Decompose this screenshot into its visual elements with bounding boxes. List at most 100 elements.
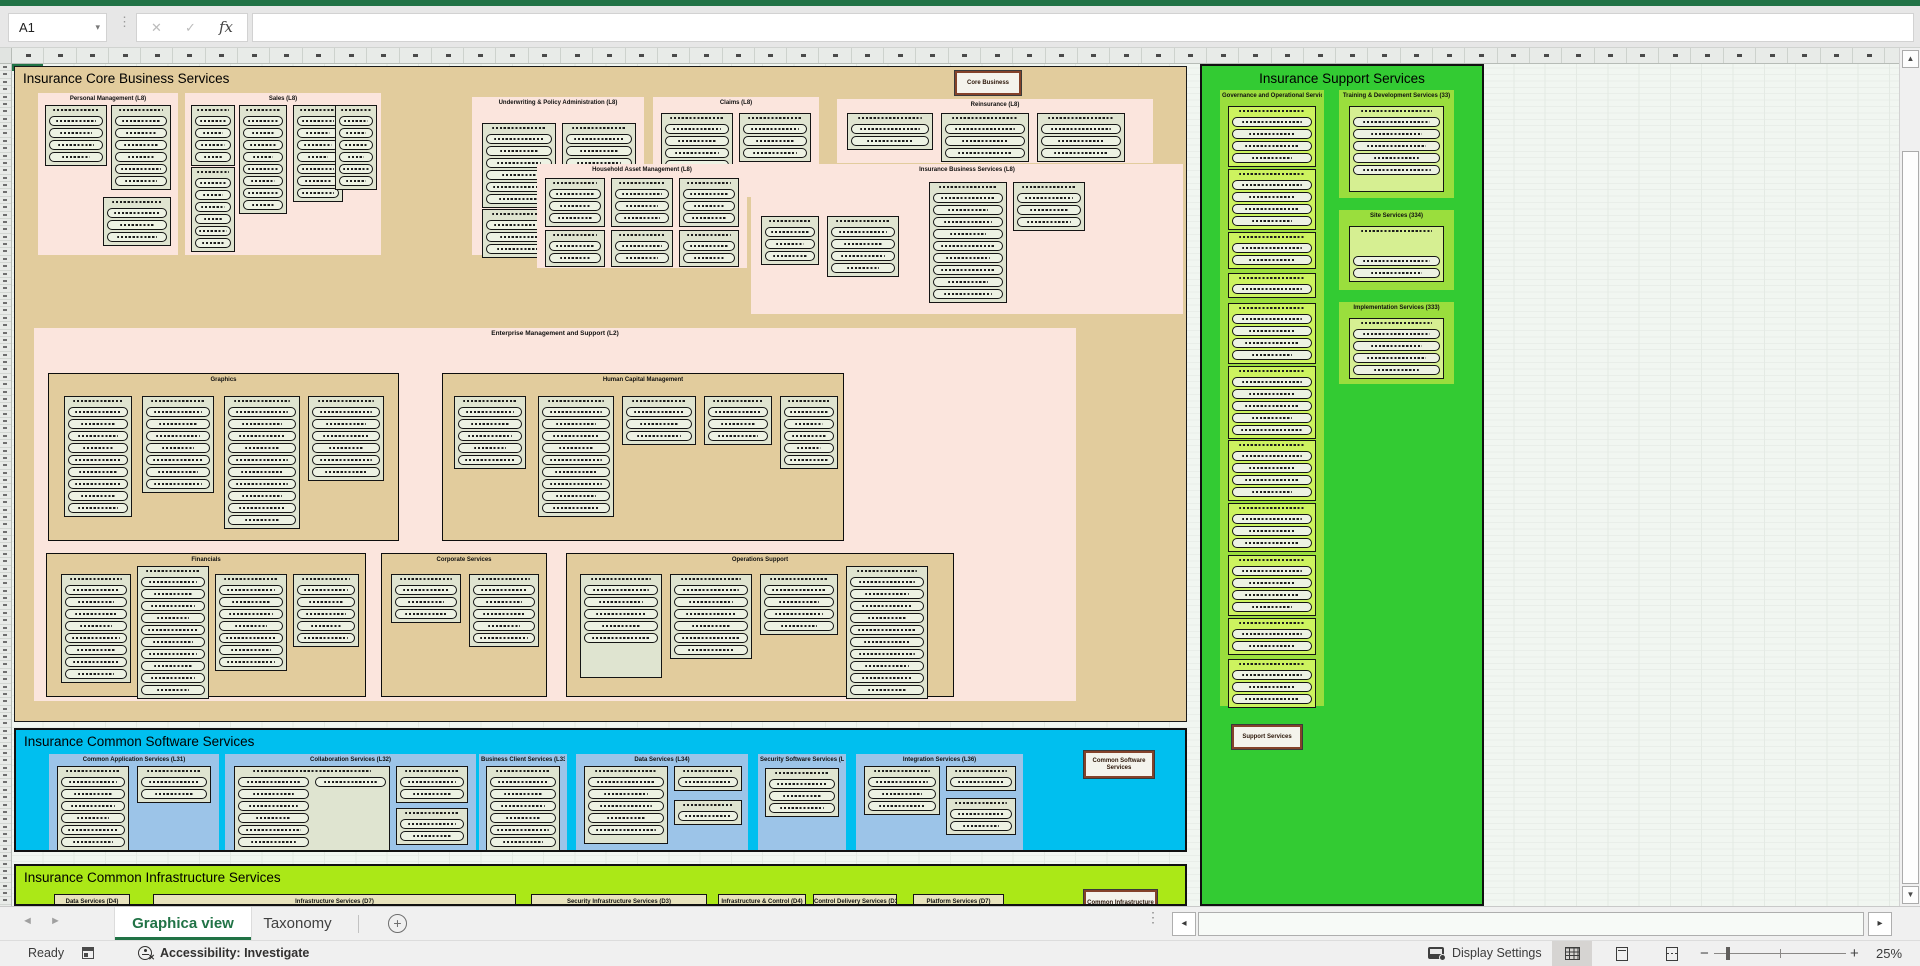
column-header-cell[interactable] (1465, 48, 1498, 63)
column-headers[interactable] (12, 48, 1918, 64)
page-layout-button[interactable] (1602, 941, 1642, 966)
diagram-panel[interactable]: Insurance Business Services (L8) (751, 164, 1183, 314)
column-header-cell[interactable] (12, 48, 45, 63)
row-header-cell[interactable] (0, 595, 11, 603)
row-header-cell[interactable] (0, 153, 11, 160)
column-header-cell[interactable] (723, 48, 755, 63)
column-header-cell[interactable] (1659, 48, 1692, 63)
row-header-cell[interactable] (0, 824, 11, 831)
row-header-cell[interactable] (0, 787, 11, 795)
diagram-panel[interactable]: Corporate Services (381, 553, 547, 697)
row-header-cell[interactable] (0, 514, 11, 522)
zoom-in-icon[interactable]: + (1850, 945, 1859, 962)
row-header-cell[interactable] (0, 846, 11, 854)
tab-bar-grip[interactable]: ⋮ (1146, 909, 1160, 925)
row-header-cell[interactable] (0, 669, 11, 677)
row-header-cell[interactable] (0, 861, 11, 868)
zoom-out-icon[interactable]: − (1700, 945, 1709, 962)
row-header-cell[interactable] (0, 558, 11, 566)
column-header-cell[interactable] (529, 48, 562, 63)
row-header-cell[interactable] (0, 720, 11, 728)
row-header-cell[interactable] (0, 79, 11, 87)
column-header-cell[interactable] (1239, 48, 1272, 63)
row-header-cell[interactable] (0, 750, 11, 758)
row-header-cell[interactable] (0, 507, 11, 514)
legend-box[interactable]: Core Business (955, 71, 1021, 95)
name-box-dropdown-icon[interactable]: ▾ (95, 22, 100, 32)
row-header-cell[interactable] (0, 300, 11, 308)
row-header-cell[interactable] (0, 566, 11, 573)
diagram-panel[interactable]: Business Client Services (L33) (479, 754, 567, 851)
row-header-cell[interactable] (0, 573, 11, 581)
new-sheet-icon[interactable]: + (388, 914, 407, 933)
insert-function-icon[interactable]: fx (219, 18, 234, 36)
row-header-cell[interactable] (0, 182, 11, 190)
row-header-cell[interactable] (0, 234, 11, 241)
column-header-cell[interactable] (238, 48, 271, 63)
column-header-cell[interactable] (1207, 48, 1240, 63)
row-header-cell[interactable] (0, 625, 11, 632)
column-header-cell[interactable] (141, 48, 174, 63)
row-header-cell[interactable] (0, 632, 11, 640)
row-header-cell[interactable] (0, 219, 11, 227)
row-header-cell[interactable] (0, 130, 11, 138)
row-header-cell[interactable] (0, 315, 11, 323)
column-header-cell[interactable] (335, 48, 368, 63)
diagram-panel[interactable]: Sales (L8) (185, 93, 381, 255)
diagram-panel[interactable]: Collaboration Services (L32) (225, 754, 476, 851)
diagram-panel[interactable]: Household Asset Management (L8) (537, 164, 747, 268)
row-header-cell[interactable] (0, 521, 11, 529)
column-header-cell[interactable] (1142, 48, 1175, 63)
diagram-panel[interactable]: Security Software Services (L35) (758, 754, 846, 850)
column-header-cell[interactable] (1853, 48, 1886, 63)
column-header-cell[interactable] (1368, 48, 1401, 63)
column-header-cell[interactable] (949, 48, 981, 63)
row-header-cell[interactable] (0, 875, 11, 883)
row-header-cell[interactable] (0, 123, 11, 131)
row-header-cell[interactable] (0, 691, 11, 699)
enter-icon[interactable]: ✓ (185, 20, 196, 35)
column-header-cell[interactable] (1046, 48, 1078, 63)
diagram-panel[interactable]: Site Services (334) (1339, 210, 1454, 290)
diagram-panel[interactable]: Graphics (48, 373, 399, 541)
row-header-cell[interactable] (0, 101, 11, 109)
diagram-panel[interactable]: Personal Management (L8) (38, 93, 178, 255)
scroll-up-icon[interactable]: ▲ (1902, 50, 1919, 68)
tab-scroll-left-icon[interactable]: ◄ (22, 915, 33, 927)
name-box[interactable]: A1 ▾ (8, 13, 107, 42)
row-header-cell[interactable] (0, 802, 11, 809)
row-header-cell[interactable] (0, 772, 11, 780)
row-header-cell[interactable] (0, 71, 11, 79)
row-header-cell[interactable] (0, 440, 11, 448)
column-header-cell[interactable] (852, 48, 885, 63)
diagram-panel[interactable]: Reinsurance (L8) (837, 99, 1153, 163)
row-headers[interactable] (0, 64, 12, 906)
row-header-cell[interactable] (0, 411, 11, 418)
legend-box[interactable]: Common Infrastructure (1084, 890, 1157, 904)
row-header-cell[interactable] (0, 374, 11, 382)
row-header-cell[interactable] (0, 175, 11, 182)
row-header-cell[interactable] (0, 352, 11, 359)
row-header-cell[interactable] (0, 448, 11, 455)
column-header-cell[interactable] (916, 48, 949, 63)
diagram-panel[interactable]: Training & Development Services (33) (1339, 90, 1454, 198)
column-header-cell[interactable] (44, 48, 77, 63)
column-header-cell[interactable] (303, 48, 335, 63)
column-header-cell[interactable] (1110, 48, 1143, 63)
row-header-cell[interactable] (0, 307, 11, 315)
legend-box[interactable]: Common Software Services (1084, 751, 1154, 778)
row-header-cell[interactable] (0, 543, 11, 551)
row-header-cell[interactable] (0, 389, 11, 396)
column-header-cell[interactable] (206, 48, 239, 63)
column-header-cell[interactable] (432, 48, 465, 63)
row-header-cell[interactable] (0, 706, 11, 713)
column-header-cell[interactable] (77, 48, 109, 63)
column-header-cell[interactable] (755, 48, 788, 63)
row-header-cell[interactable] (0, 86, 11, 94)
row-header-cell[interactable] (0, 418, 11, 426)
column-header-cell[interactable] (1175, 48, 1207, 63)
row-header-cell[interactable] (0, 108, 11, 116)
row-header-cell[interactable] (0, 588, 11, 595)
